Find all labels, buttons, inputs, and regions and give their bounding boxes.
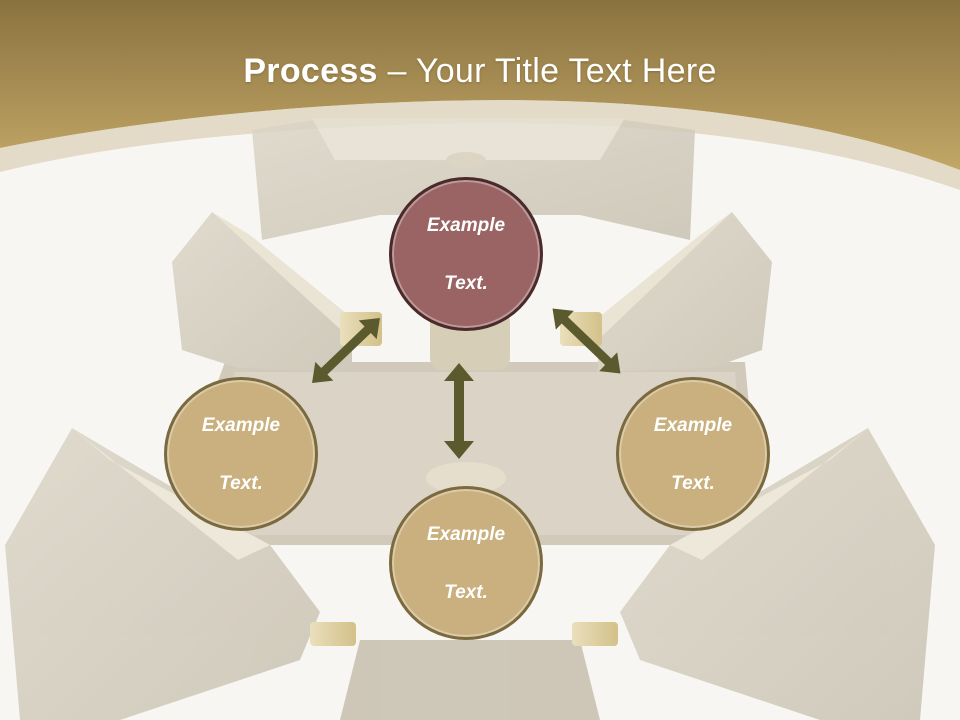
node-right-line2: Text. — [671, 472, 715, 494]
node-bottom-line2: Text. — [444, 581, 488, 603]
node-left-line2: Text. — [219, 472, 263, 494]
arrow-left-diagonal — [312, 318, 380, 383]
title-rest: – Your Title Text Here — [377, 52, 717, 90]
slide-title: Process – Your Title Text Here — [0, 52, 960, 91]
node-top-line1: Example — [426, 214, 506, 236]
arrow-right-diagonal — [552, 308, 621, 374]
title-bold-word: Process — [243, 52, 378, 90]
node-right-line1: Example — [653, 414, 733, 436]
arrow-vertical — [444, 363, 474, 459]
node-left-line1: Example — [201, 414, 281, 436]
node-bottom-line1: Example — [426, 523, 506, 545]
node-top-line2: Text. — [444, 272, 488, 294]
